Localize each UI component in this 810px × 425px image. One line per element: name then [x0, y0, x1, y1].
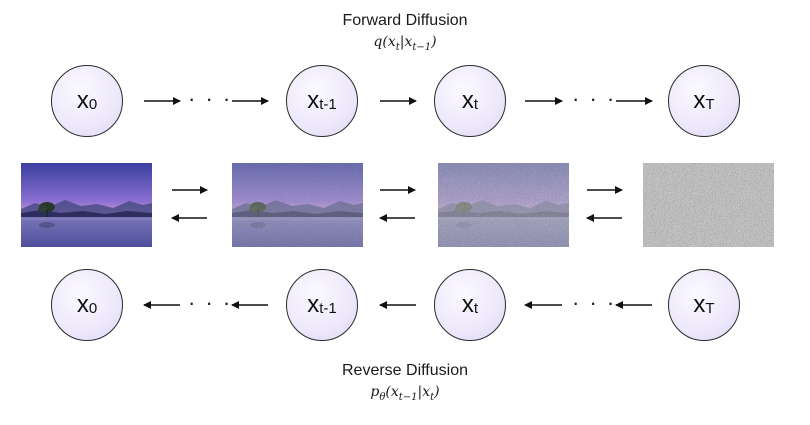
reverse-diffusion-formula: pθ(xt−1|xt): [370, 384, 440, 403]
noise-overlay-1: [232, 163, 363, 247]
image-xt-1-slight-noise: [232, 163, 363, 247]
forward-ellipsis-1: · · ·: [188, 86, 233, 111]
reverse-diffusion-title: Reverse Diffusion: [342, 362, 468, 379]
reverse-ellipsis-1: · · ·: [188, 290, 233, 315]
noise-overlay-3: [643, 163, 774, 247]
noise-overlay-2: [438, 163, 569, 247]
reverse-ellipsis-2: · · ·: [572, 290, 617, 315]
image-xT-pure-noise: [643, 163, 774, 247]
forward-diffusion-title: Forward Diffusion: [342, 12, 468, 29]
forward-diffusion-formula: q(xt|xt−1): [373, 34, 437, 53]
forward-ellipsis-2: · · ·: [572, 86, 617, 111]
image-xt-medium-noise: [438, 163, 569, 247]
